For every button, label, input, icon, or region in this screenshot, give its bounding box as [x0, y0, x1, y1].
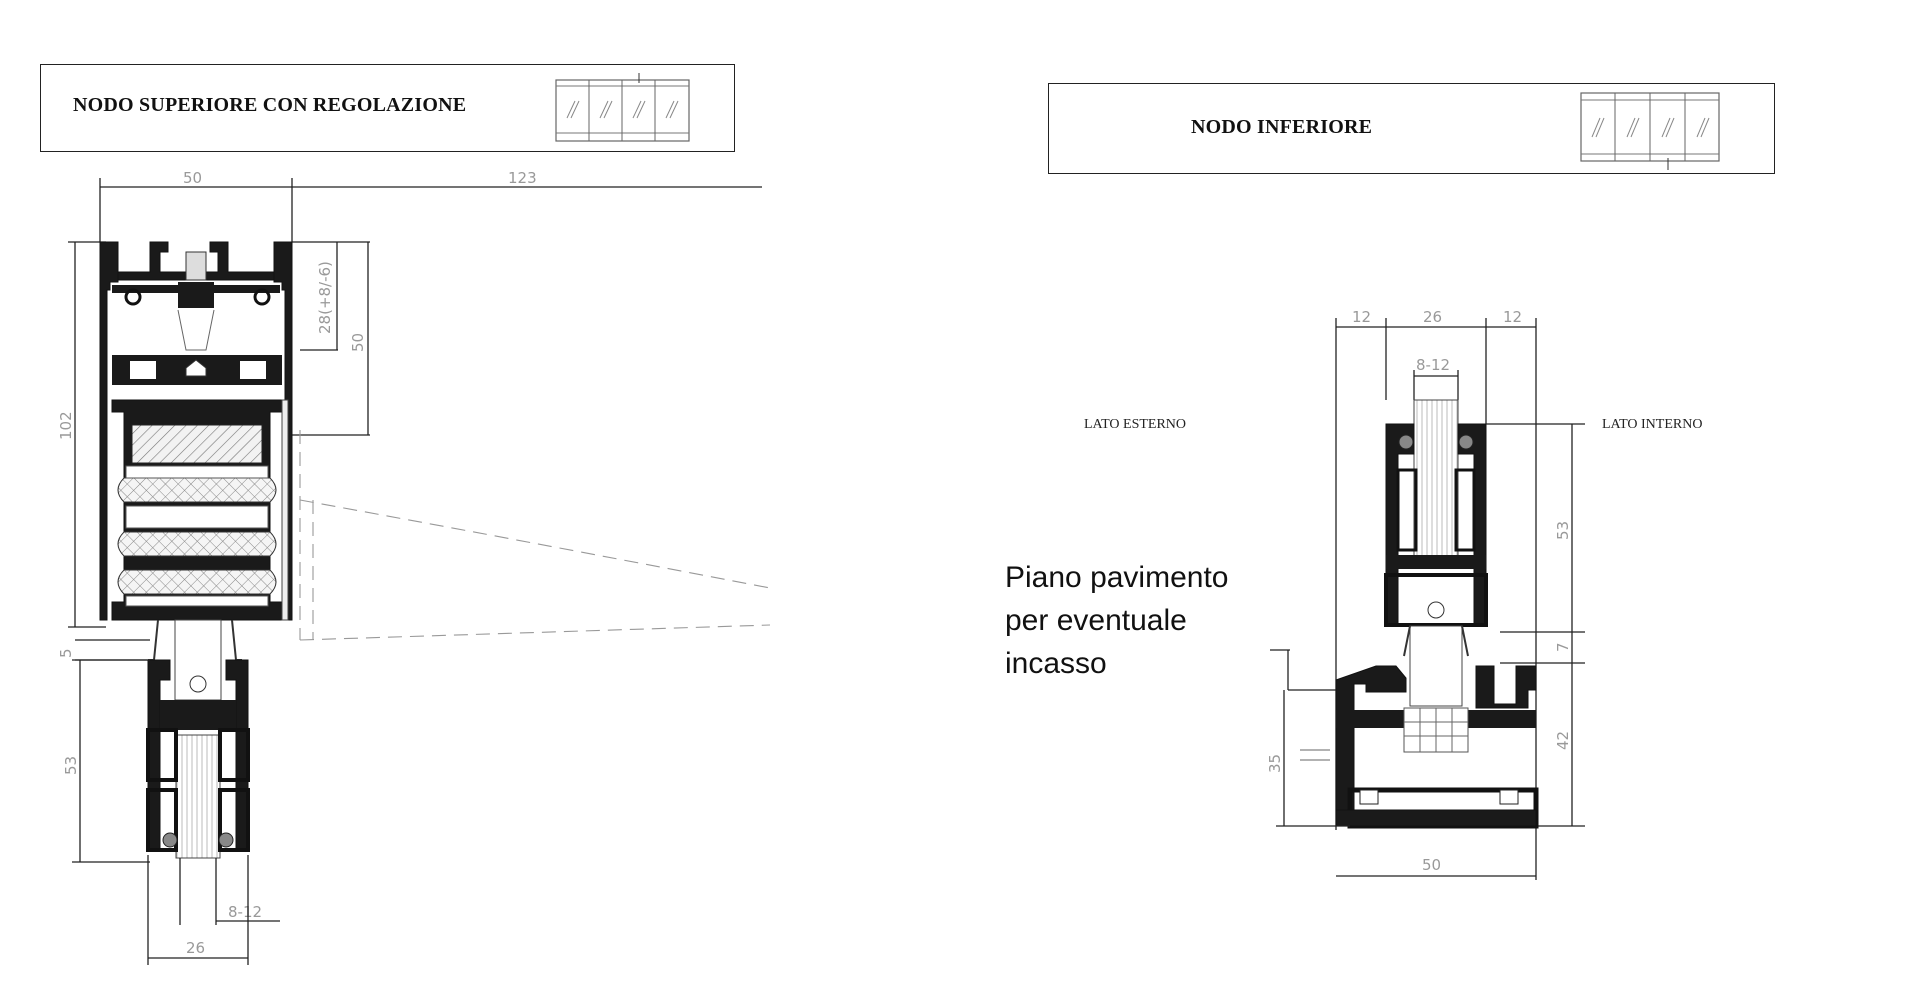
dim-lower-sash-height: 53: [1554, 521, 1572, 540]
note-line: incasso: [1005, 647, 1107, 680]
dim-lower-left-margin: 12: [1352, 308, 1371, 326]
dim-upper-regulation: 28(+8/-6): [316, 261, 334, 334]
dim-upper-top-width: 50: [183, 169, 202, 187]
dim-lower-gap: 7: [1554, 642, 1572, 652]
dim-upper-opening: 123: [508, 169, 537, 187]
dim-lower-right-margin: 12: [1503, 308, 1522, 326]
note-line: Piano pavimento: [1005, 561, 1229, 594]
note-line: per eventuale: [1005, 604, 1187, 637]
dim-upper-sash-height: 53: [62, 756, 80, 775]
floor-recess-note: Piano pavimento per eventuale incasso: [1005, 556, 1228, 685]
dim-lower-glass: 8-12: [1416, 356, 1450, 374]
dim-upper-sash-width: 26: [186, 939, 205, 957]
dim-lower-center-width: 26: [1423, 308, 1442, 326]
lower-node-title: NODO INFERIORE: [1191, 116, 1373, 138]
dim-lower-track-height: 42: [1554, 731, 1572, 750]
dim-upper-gap: 5: [57, 648, 75, 658]
dim-upper-right-height: 50: [349, 333, 367, 352]
dim-lower-recess: 35: [1266, 754, 1284, 773]
upper-node-drawing: 50 123 102 28(+8/-6) 50: [57, 169, 771, 965]
dim-lower-base-width: 50: [1422, 856, 1441, 874]
label-outside: LATO ESTERNO: [1084, 417, 1187, 432]
label-inside: LATO INTERNO: [1602, 417, 1703, 432]
sliding-panels-thumbnail-icon: [1580, 92, 1720, 170]
upper-node-title: NODO SUPERIORE CON REGOLAZIONE: [73, 94, 467, 116]
sliding-panels-thumbnail-icon: [555, 73, 690, 142]
lower-node-drawing: 12 26 12 8-12 53 7 42: [1266, 308, 1585, 880]
dim-upper-glass: 8-12: [228, 903, 262, 921]
dim-upper-total-height: 102: [57, 411, 75, 440]
